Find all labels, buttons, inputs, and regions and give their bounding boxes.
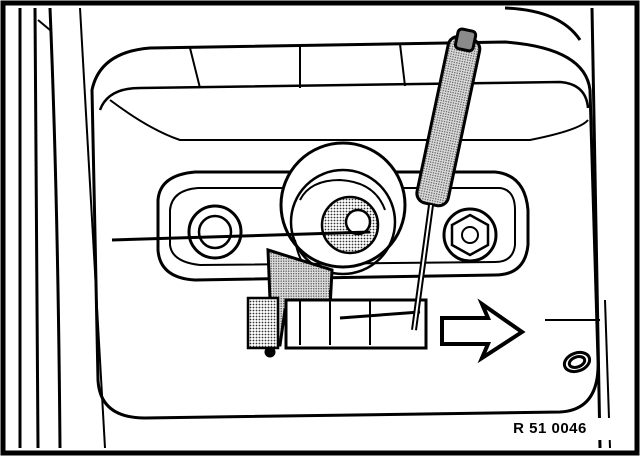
screwdriver xyxy=(411,27,482,331)
direction-arrow xyxy=(440,298,526,364)
mounting-bolt xyxy=(442,207,498,263)
reference-code-label: R 51 0046 xyxy=(488,418,612,440)
door-panel-edge xyxy=(18,7,106,449)
pull-rod xyxy=(111,230,371,242)
recessed-housing xyxy=(90,40,600,420)
oval-slot xyxy=(562,350,592,374)
